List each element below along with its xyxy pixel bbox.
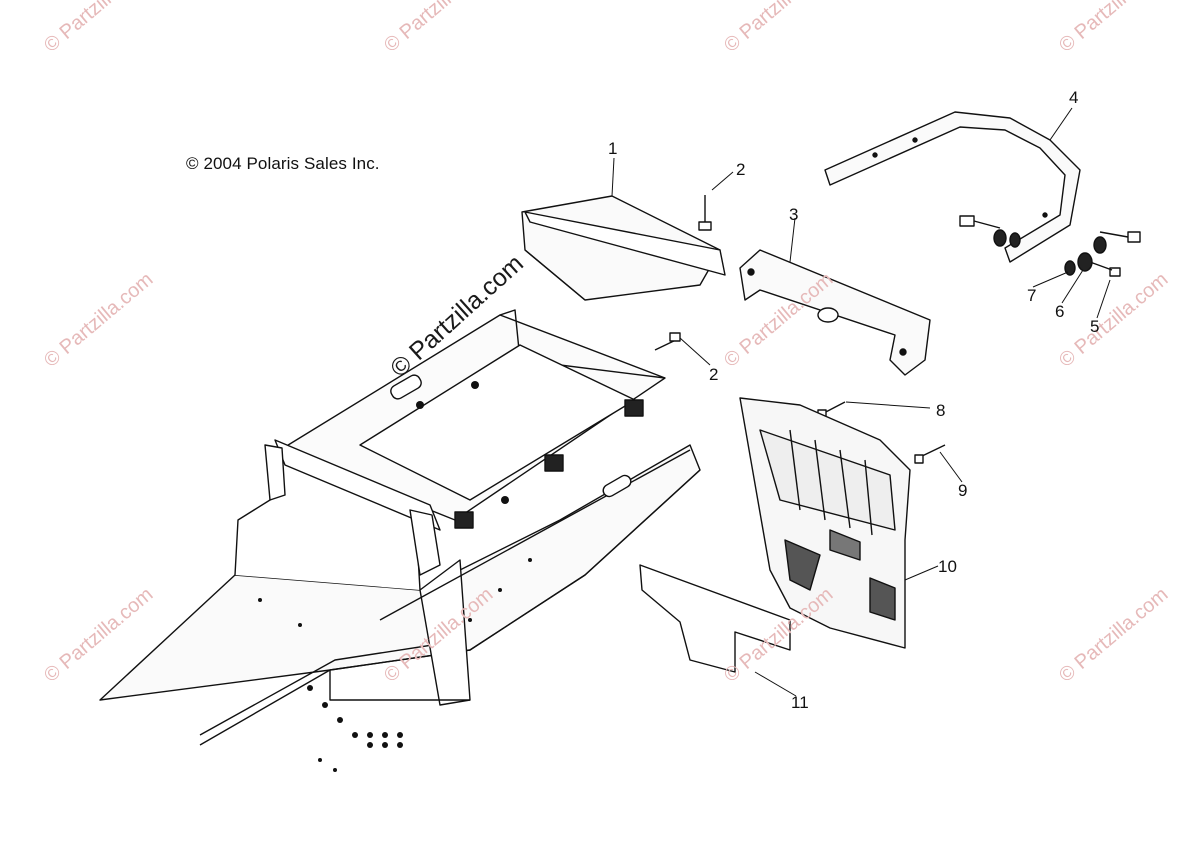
callout-1: 1 xyxy=(608,139,618,158)
chassis-rivets xyxy=(258,381,532,772)
part-5-bolts xyxy=(959,215,1141,277)
callout-3: 3 xyxy=(789,205,799,224)
callout-8: 8 xyxy=(936,401,946,420)
part-10-snow-flap xyxy=(739,397,911,649)
callout-7: 7 xyxy=(1027,286,1037,305)
part-3-bracket xyxy=(739,249,931,376)
part-2-bolt-top xyxy=(698,195,712,231)
part-7-nuts xyxy=(1009,232,1076,276)
callout-4: 4 xyxy=(1069,88,1079,107)
callout-2-top: 2 xyxy=(736,160,746,179)
copyright-notice: © 2004 Polaris Sales Inc. xyxy=(186,154,380,173)
callout-6: 6 xyxy=(1055,302,1065,321)
callout-10: 10 xyxy=(938,557,957,576)
chassis-tunnel xyxy=(99,309,701,746)
part-6-washers xyxy=(993,229,1107,272)
part-9-pin xyxy=(914,444,946,464)
part-11-plate xyxy=(639,564,791,673)
callout-9: 9 xyxy=(958,481,968,500)
callout-5: 5 xyxy=(1090,317,1100,336)
part-2-bolt-lower xyxy=(654,332,681,351)
leader-lines xyxy=(611,107,1111,697)
part-1-seat-panel xyxy=(521,195,726,301)
callout-2-lower: 2 xyxy=(709,365,719,384)
part-4-bumper xyxy=(824,111,1081,263)
callout-11: 11 xyxy=(791,693,809,712)
